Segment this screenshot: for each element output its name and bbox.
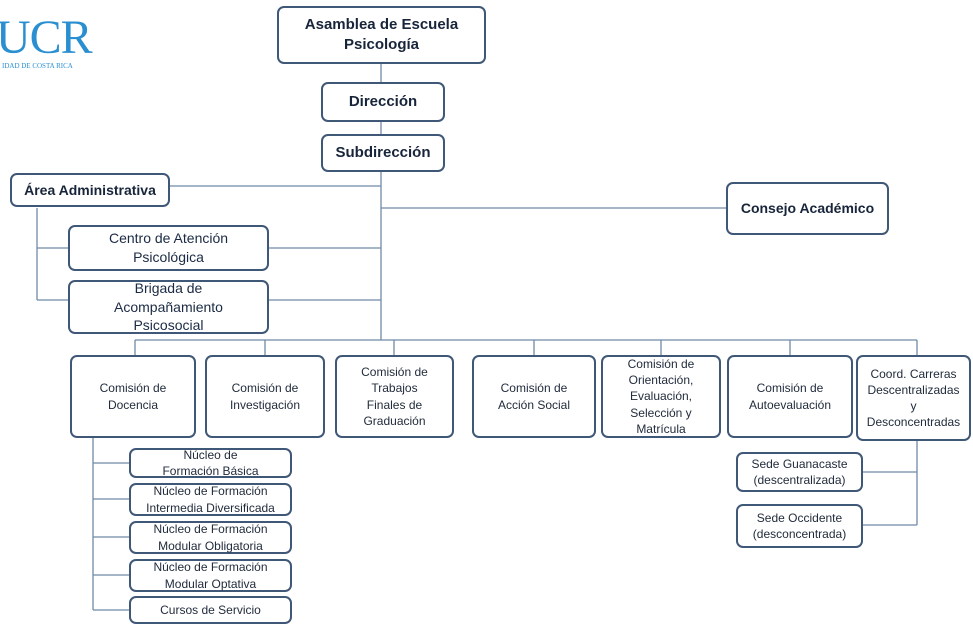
node-coord-carreras: Coord. Carreras Descentralizadas y Desco… <box>856 355 971 441</box>
node-area-administrativa: Área Administrativa <box>10 173 170 207</box>
node-nucleo-intermedia: Núcleo de Formación Intermedia Diversifi… <box>129 483 292 516</box>
ucr-logo: UCR IDAD DE COSTA RICA <box>0 0 120 80</box>
node-consejo-academico: Consejo Académico <box>726 182 889 235</box>
node-nucleo-modular-obligatoria: Núcleo de Formación Modular Obligatoria <box>129 521 292 554</box>
node-brigada: Brigada de Acompañamiento Psicosocial <box>68 280 269 334</box>
node-nucleo-modular-optativa: Núcleo de Formación Modular Optativa <box>129 559 292 592</box>
node-comision-trabajos-finales: Comisión de Trabajos Finales de Graduaci… <box>335 355 454 438</box>
node-sede-occidente: Sede Occidente (desconcentrada) <box>736 504 863 548</box>
node-comision-autoevaluacion: Comisión de Autoevaluación <box>727 355 853 438</box>
node-direccion: Dirección <box>321 82 445 122</box>
node-nucleo-basica: Núcleo de Formación Básica <box>129 448 292 478</box>
node-comision-docencia: Comisión de Docencia <box>70 355 196 438</box>
logo-text: UCR <box>0 11 93 64</box>
node-subdireccion: Subdirección <box>321 134 445 172</box>
node-asamblea: Asamblea de Escuela Psicología <box>277 6 486 64</box>
node-comision-orientacion: Comisión de Orientación, Evaluación, Sel… <box>601 355 721 438</box>
node-centro-atencion: Centro de Atención Psicológica <box>68 225 269 271</box>
node-cursos-servicio: Cursos de Servicio <box>129 596 292 624</box>
logo-subtitle: IDAD DE COSTA RICA <box>2 62 73 70</box>
node-comision-investigacion: Comisión de Investigación <box>205 355 325 438</box>
node-sede-guanacaste: Sede Guanacaste (descentralizada) <box>736 452 863 492</box>
node-comision-accion-social: Comisión de Acción Social <box>472 355 596 438</box>
